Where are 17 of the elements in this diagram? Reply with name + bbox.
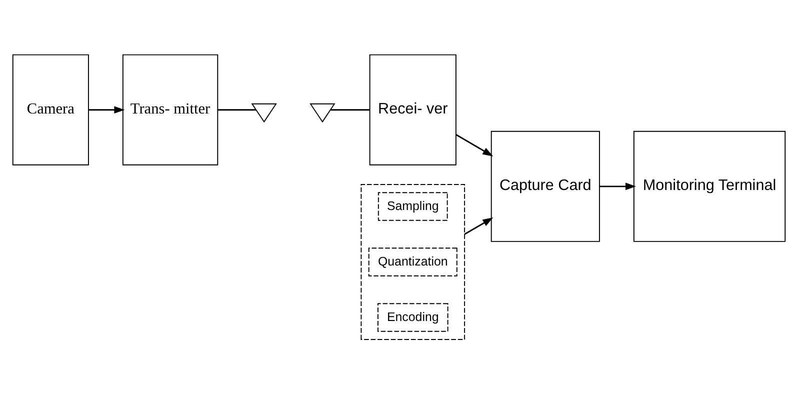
arrow	[464, 218, 494, 235]
node-antenna	[310, 103, 336, 123]
connector	[218, 109, 256, 111]
arrow	[599, 182, 636, 190]
node-box: Camera	[12, 54, 89, 166]
cluster	[360, 184, 466, 340]
node-antenna	[251, 103, 277, 123]
node-box: Recei- ver	[369, 54, 456, 166]
node-box: Sampling	[378, 192, 448, 221]
node-box: Trans- mitter	[122, 54, 218, 166]
arrow	[88, 106, 125, 114]
connector	[330, 109, 370, 111]
node-box: Quantization	[368, 248, 458, 276]
arrow	[456, 134, 494, 156]
node-box: Capture Card	[490, 130, 600, 242]
node-box: Monitoring Terminal	[633, 130, 786, 242]
node-box: Encoding	[377, 303, 448, 332]
